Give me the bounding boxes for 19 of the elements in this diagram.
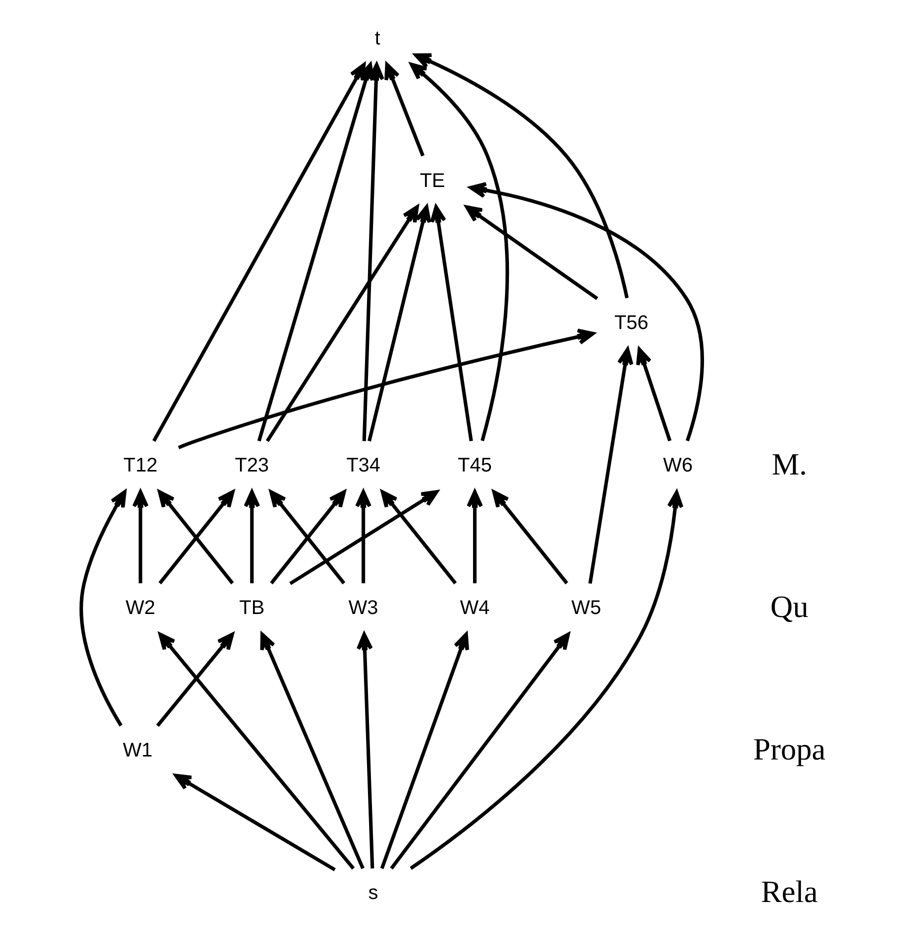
node-text: TB bbox=[238, 597, 264, 620]
node-text: W5 bbox=[570, 597, 601, 620]
label: Propa bbox=[752, 731, 826, 766]
node-text: s bbox=[368, 882, 378, 904]
node-text: W2 bbox=[125, 597, 155, 620]
node-text: T45 bbox=[457, 454, 492, 477]
node-text: T23 bbox=[234, 454, 268, 477]
node-text: T12 bbox=[122, 454, 157, 477]
node-text: T56 bbox=[614, 312, 648, 334]
label: Qu bbox=[770, 588, 808, 624]
node-text: T34 bbox=[346, 454, 380, 477]
label: Rela bbox=[760, 874, 818, 909]
node-text: TE bbox=[419, 170, 445, 192]
node-text: W6 bbox=[662, 454, 692, 477]
label: M. bbox=[771, 446, 807, 482]
node-text: W4 bbox=[459, 597, 490, 620]
node-text: t bbox=[374, 27, 380, 50]
node-text: W1 bbox=[122, 740, 152, 762]
node-text: W3 bbox=[348, 597, 378, 620]
